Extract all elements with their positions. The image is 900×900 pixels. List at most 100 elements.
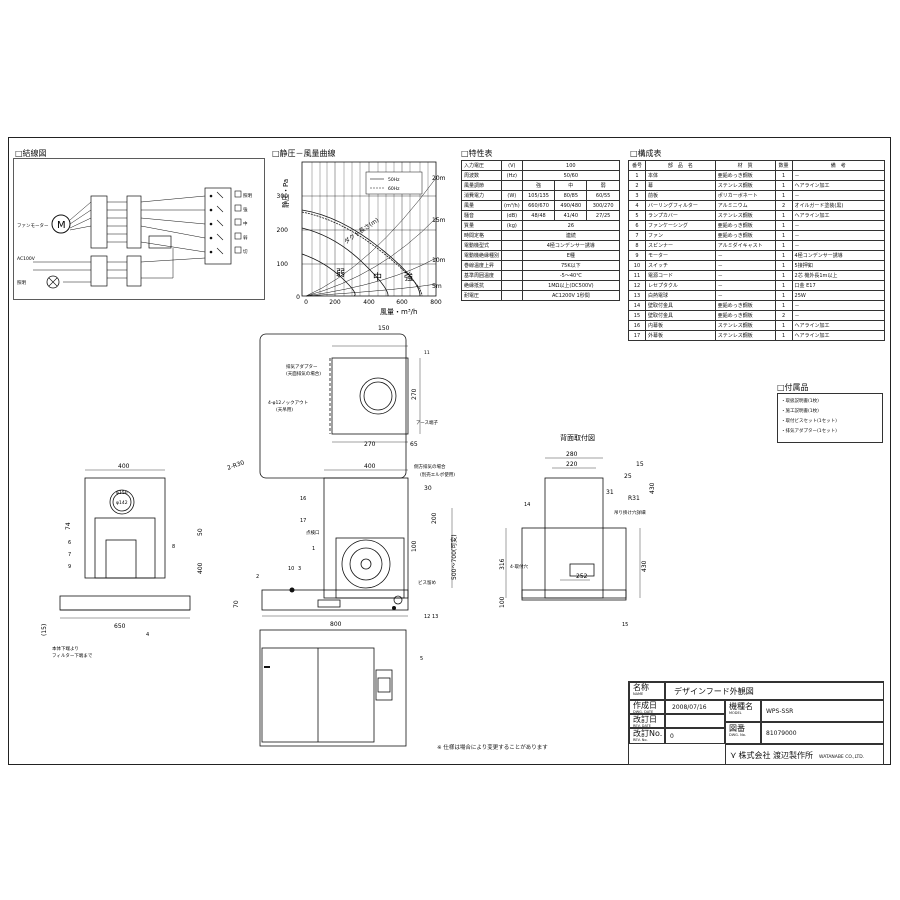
parts-cell: 9 bbox=[628, 250, 646, 261]
pressure-flow-chart: 50Hz 60Hz ダクト長さ(m) 弱 中 強 300 200 100 0 2… bbox=[277, 161, 446, 316]
dim-top-65: 65 bbox=[410, 441, 418, 448]
y-tick-300: 300 bbox=[277, 193, 289, 200]
spec-cell: 巻線温度上昇 bbox=[460, 260, 503, 271]
dim-front-650: 650 bbox=[114, 623, 126, 630]
parts-cell: ポリカーボネート bbox=[714, 190, 776, 201]
parts-cell: 25W bbox=[791, 290, 886, 301]
parts-cell: ステンレス鋼板 bbox=[714, 180, 776, 191]
dim-mid-500-700: 500〜700(可変) bbox=[450, 534, 458, 580]
spec-cell: 300/270 bbox=[586, 200, 620, 211]
parts-cell: － bbox=[714, 270, 776, 281]
company-cell: ⋎ 株式会社 渡辺製作所 WATANABE CO.,LTD. bbox=[725, 744, 884, 765]
motor-letter: M bbox=[57, 220, 66, 231]
model-label-cell: 機種名 MODEL bbox=[725, 700, 761, 722]
callout-9: 9 bbox=[68, 564, 71, 570]
parts-cell: 1 bbox=[774, 170, 793, 181]
label-filter-1: 本体下端より bbox=[52, 645, 79, 652]
spec-cell: 消費電力 bbox=[460, 190, 503, 201]
x-tick-600: 600 bbox=[396, 299, 408, 306]
label-inspection: 点検口 bbox=[306, 529, 320, 536]
callout-6: 6 bbox=[68, 540, 71, 546]
dim-top-270v: 270 bbox=[411, 388, 418, 400]
label-hook-detail: 吊り掛け穴詳細 bbox=[614, 509, 646, 516]
parts-cell: 本体 bbox=[644, 170, 716, 181]
callout-8: 8 bbox=[172, 544, 175, 550]
curve-section-title: □静圧－風量曲線 bbox=[272, 149, 336, 158]
x-axis-label: 風量・m³/h bbox=[380, 308, 417, 316]
dim-front-15: (15) bbox=[41, 624, 48, 636]
spec-cell: 質量 bbox=[460, 220, 503, 231]
drawing-date: 2008/07/16 bbox=[665, 700, 725, 714]
region-weak: 弱 bbox=[336, 268, 345, 279]
dim-back-100: 100 bbox=[499, 596, 506, 608]
dim-front-400v: 400 bbox=[197, 562, 204, 574]
rev-date-value bbox=[665, 714, 725, 728]
spec-cell bbox=[501, 270, 523, 281]
parts-cell: 口金 E17 bbox=[791, 280, 886, 291]
dim-front-74: 74 bbox=[65, 522, 72, 530]
region-strong: 強 bbox=[404, 271, 413, 283]
drawing-name: デザインフード外観図 bbox=[665, 682, 884, 700]
spec-cell: 60/55 bbox=[586, 190, 620, 201]
right-tick-5m: 5m bbox=[432, 283, 442, 290]
accessory-item: ・排気アダプター(1セット) bbox=[781, 429, 837, 434]
callout-12: 12 bbox=[424, 614, 430, 620]
parts-cell: 2芯 機外長1m以上 bbox=[791, 270, 886, 281]
parts-cell: 8 bbox=[628, 240, 646, 251]
parts-cell: 1 bbox=[774, 230, 793, 241]
parts-cell: 亜鉛めっき鋼板 bbox=[714, 220, 776, 231]
callout-4: 4 bbox=[146, 632, 149, 638]
x-tick-800: 800 bbox=[430, 299, 442, 306]
dim-back-252: 252 bbox=[576, 573, 588, 580]
legend-60hz: 60Hz bbox=[388, 186, 400, 192]
spec-cell bbox=[501, 180, 523, 191]
parts-cell: 10 bbox=[628, 260, 646, 271]
parts-cell: － bbox=[714, 280, 776, 291]
right-tick-10m: 10m bbox=[432, 257, 446, 264]
right-tick-20m: 20m bbox=[432, 175, 446, 182]
rev-no-value: 0 bbox=[665, 728, 725, 744]
parts-cell: 4 bbox=[628, 200, 646, 211]
parts-cell: 前板 bbox=[644, 190, 716, 201]
parts-cell: 1 bbox=[628, 170, 646, 181]
switch-label-weak: 弱 bbox=[243, 235, 248, 241]
technical-drawing: 150 270 270 65 2-R30 排気アダプター (天面排気の場合) 4… bbox=[41, 325, 656, 747]
lamp-label: 照明 bbox=[17, 280, 26, 286]
callout-7: 7 bbox=[68, 552, 71, 558]
callout-13: 13 bbox=[432, 614, 438, 620]
spec-section-title: □特性表 bbox=[461, 149, 493, 158]
spec-cell: (dB) bbox=[501, 210, 523, 221]
parts-cell: 1 bbox=[774, 190, 793, 201]
spec-cell: 風量 bbox=[460, 200, 503, 211]
parts-cell: オイルガード塗装(黒) bbox=[791, 200, 886, 211]
spec-cell: (V) bbox=[501, 160, 523, 171]
accessory-item: ・取扱説明書(1枚) bbox=[781, 399, 819, 404]
company-name-en: WATANABE CO.,LTD. bbox=[818, 755, 865, 760]
parts-cell: 1 bbox=[774, 180, 793, 191]
parts-cell: 1 bbox=[774, 270, 793, 281]
y-tick-200: 200 bbox=[277, 227, 289, 234]
spec-cell: 時間定格 bbox=[460, 230, 503, 241]
parts-cell: － bbox=[791, 230, 886, 241]
spec-cell: 電動機型式 bbox=[460, 240, 503, 251]
spec-change-note: ※ 仕様は場合により変更することがあります bbox=[437, 745, 548, 751]
parts-cell: 幕 bbox=[644, 180, 716, 191]
x-tick-0: 0 bbox=[304, 299, 308, 306]
spec-cell: 入力電圧 bbox=[460, 160, 503, 171]
parts-cell: ヘアライン加工 bbox=[791, 210, 886, 221]
spec-cell bbox=[501, 240, 523, 251]
spec-cell: 4極コンデンサー誘導 bbox=[521, 240, 621, 251]
x-tick-200: 200 bbox=[329, 299, 341, 306]
label-screw: ビス留め bbox=[418, 579, 436, 586]
parts-cell: アルミダイキャスト bbox=[714, 240, 776, 251]
parts-cell: 14 bbox=[628, 300, 646, 311]
label-side-exhaust-sub: (別売エルボ使用) bbox=[420, 471, 455, 478]
spec-cell: 1MΩ以上(DC500V) bbox=[521, 280, 621, 291]
parts-cell: 1 bbox=[774, 300, 793, 311]
y-axis-label: 静圧・Pa bbox=[281, 179, 290, 208]
